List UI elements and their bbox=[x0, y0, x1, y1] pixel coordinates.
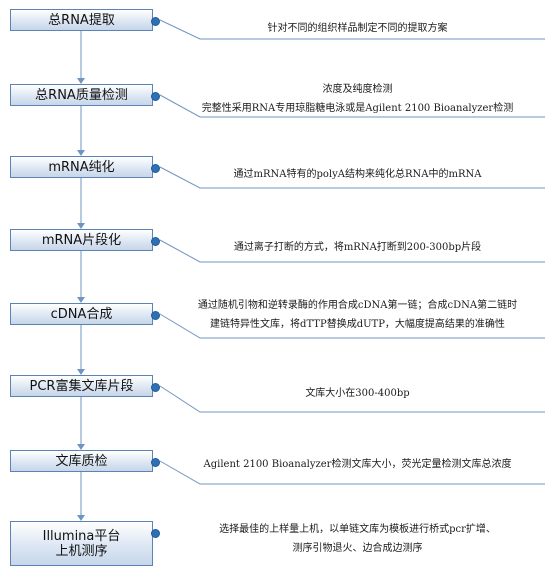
step-dot-icon bbox=[151, 237, 160, 246]
step-box: mRNA片段化 bbox=[10, 229, 153, 251]
step-box: mRNA纯化 bbox=[10, 156, 153, 178]
arrow-head-icon bbox=[77, 150, 85, 156]
step-dot-icon bbox=[151, 17, 160, 26]
description-connector-line bbox=[159, 19, 545, 40]
description-connector-line bbox=[159, 313, 545, 339]
step-box: 总RNA质量检测 bbox=[10, 84, 153, 106]
step-description-line: 测序引物退火、边合成边测序 bbox=[292, 543, 423, 554]
step-description-line: 针对不同的组织样品制定不同的提取方案 bbox=[267, 23, 448, 34]
step-description: 针对不同的组织样品制定不同的提取方案 bbox=[170, 19, 545, 38]
step-description-line: 文库大小在300-400bp bbox=[305, 388, 410, 399]
step-dot-icon bbox=[151, 458, 160, 467]
step-dot-icon bbox=[151, 92, 160, 101]
step-box: Illumina平台 上机测序 bbox=[10, 521, 153, 566]
step-label: cDNA合成 bbox=[50, 306, 113, 322]
step-box: 文库质检 bbox=[10, 450, 153, 472]
step-label: 文库质检 bbox=[55, 453, 108, 469]
description-connector-line bbox=[159, 166, 545, 189]
step-box: PCR富集文库片段 bbox=[10, 375, 153, 397]
step-box: cDNA合成 bbox=[10, 303, 153, 325]
step-description-line: 通过离子打断的方式，将mRNA打断到200-300bp片段 bbox=[233, 242, 482, 253]
description-connector-line bbox=[159, 385, 545, 413]
step-dot-icon bbox=[151, 164, 160, 173]
description-connector-line bbox=[159, 94, 545, 118]
arrow-head-icon bbox=[77, 297, 85, 303]
step-dot-icon bbox=[151, 383, 160, 392]
step-description-line: 通过随机引物和逆转录酶的作用合成cDNA第一链；合成cDNA第二链时 bbox=[197, 300, 518, 311]
step-description-line: Agilent 2100 Bioanalyzer检测文库大小，荧光定量检测文库总… bbox=[203, 459, 512, 470]
step-label: 总RNA质量检测 bbox=[35, 87, 128, 103]
step-label: mRNA片段化 bbox=[41, 232, 122, 248]
arrow-head-icon bbox=[77, 444, 85, 450]
step-description: 文库大小在300-400bp bbox=[170, 384, 545, 403]
step-description-line: 通过mRNA特有的polyA结构来纯化总RNA中的mRNA bbox=[233, 169, 482, 180]
step-description: Agilent 2100 Bioanalyzer检测文库大小，荧光定量检测文库总… bbox=[170, 455, 545, 474]
step-label: 总RNA提取 bbox=[48, 12, 115, 28]
arrow-head-icon bbox=[77, 515, 85, 521]
step-description: 选择最佳的上样量上机，以单链文库为模板进行桥式pcr扩增、测序引物退火、边合成边… bbox=[170, 520, 545, 558]
step-label: mRNA纯化 bbox=[48, 159, 115, 175]
description-connector-line bbox=[159, 239, 545, 263]
step-description-line: 建链特异性文库，将dTTP替换成dUTP，大幅度提高结果的准确性 bbox=[210, 319, 505, 330]
step-dot-icon bbox=[151, 311, 160, 320]
step-label: PCR富集文库片段 bbox=[29, 378, 134, 394]
step-description: 浓度及纯度检测完整性采用RNA专用琼脂糖电泳或是Agilent 2100 Bio… bbox=[170, 80, 545, 118]
step-description-line: 浓度及纯度检测 bbox=[322, 84, 393, 95]
step-description: 通过mRNA特有的polyA结构来纯化总RNA中的mRNA bbox=[170, 165, 545, 184]
arrow-head-icon bbox=[77, 369, 85, 375]
step-label: Illumina平台 上机测序 bbox=[42, 528, 121, 559]
step-description: 通过离子打断的方式，将mRNA打断到200-300bp片段 bbox=[170, 238, 545, 257]
step-box: 总RNA提取 bbox=[10, 9, 153, 31]
step-description-line: 选择最佳的上样量上机，以单链文库为模板进行桥式pcr扩增、 bbox=[219, 524, 496, 535]
step-dot-icon bbox=[151, 529, 160, 538]
step-description: 通过随机引物和逆转录酶的作用合成cDNA第一链；合成cDNA第二链时建链特异性文… bbox=[170, 296, 545, 334]
arrow-head-icon bbox=[77, 78, 85, 84]
step-description-line: 完整性采用RNA专用琼脂糖电泳或是Agilent 2100 Bioanalyze… bbox=[201, 103, 514, 114]
description-connector-line bbox=[159, 460, 545, 485]
arrow-head-icon bbox=[77, 223, 85, 229]
